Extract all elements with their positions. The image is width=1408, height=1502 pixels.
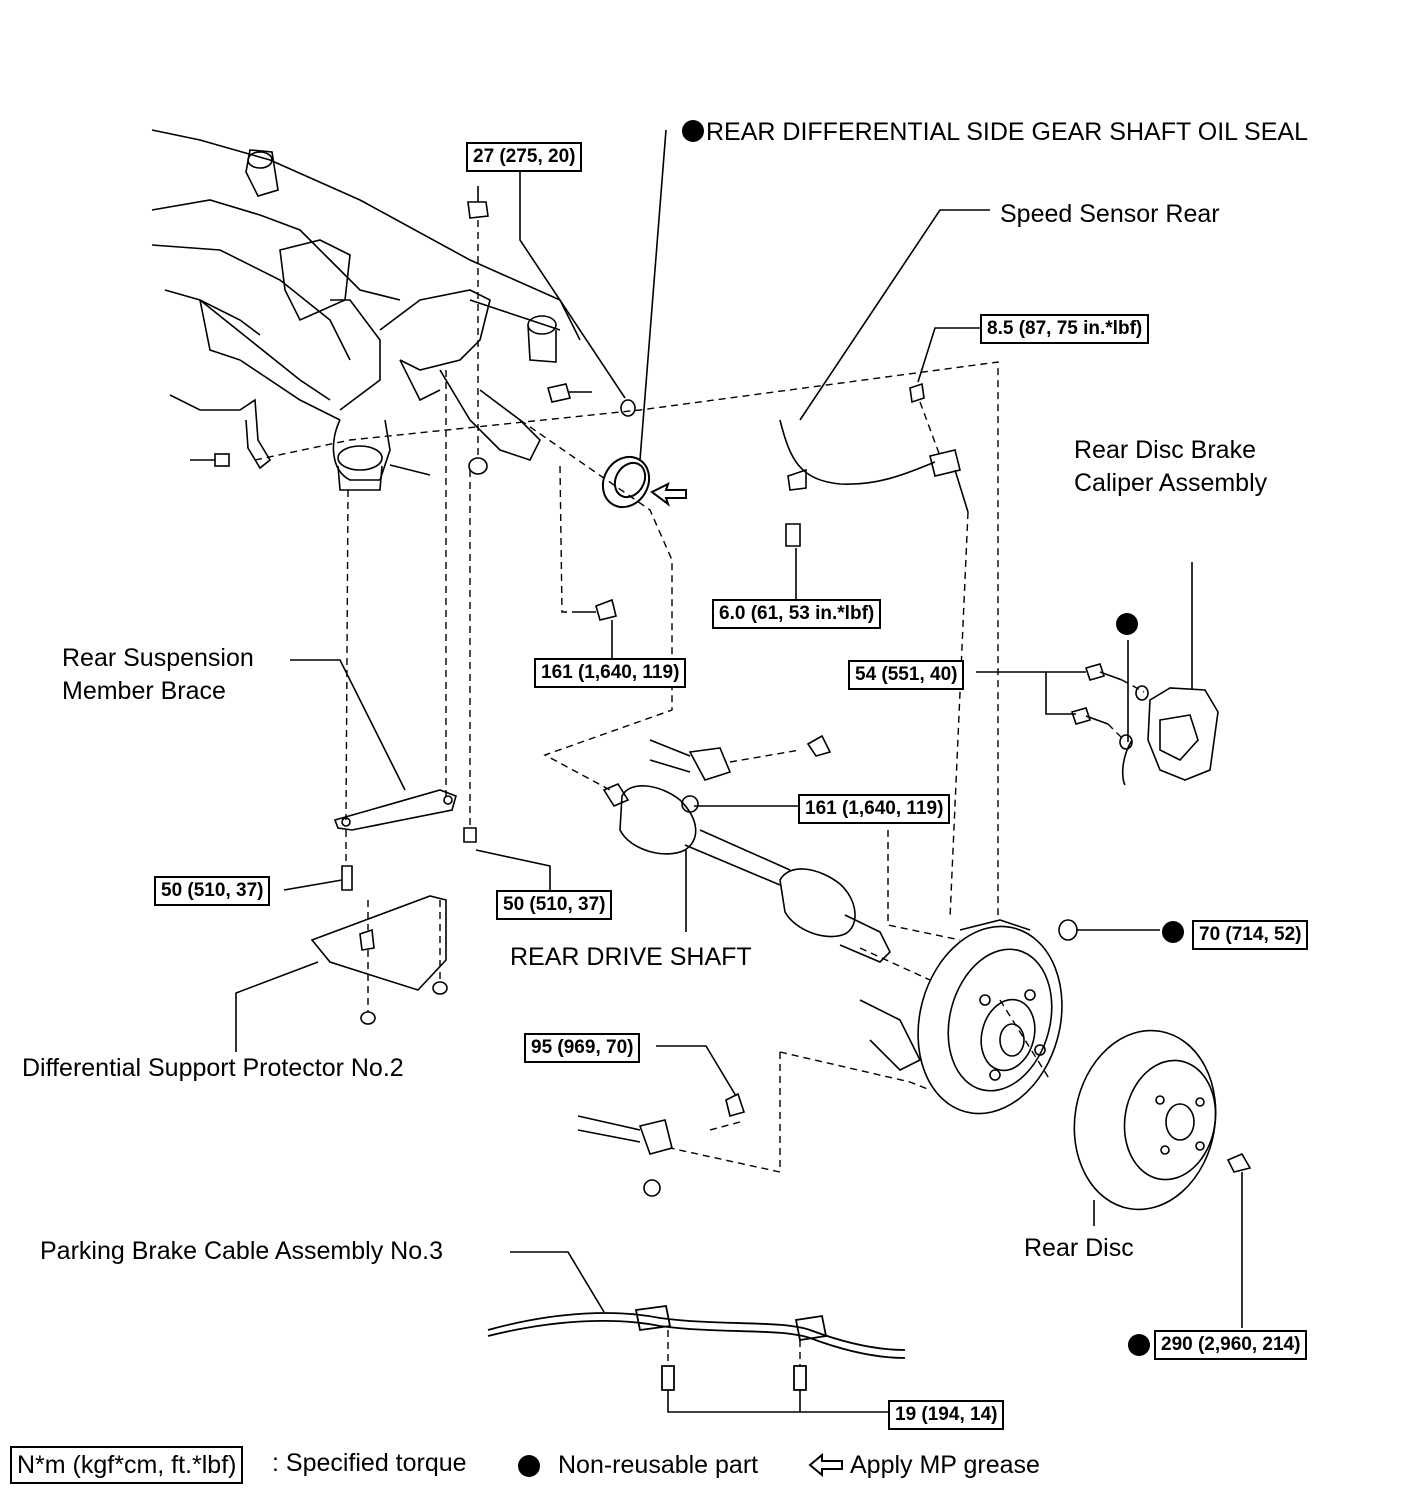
rear-disc-label: Rear Disc [1024, 1234, 1134, 1262]
caliper-label-line2: Caliper Assembly [1074, 469, 1268, 497]
torque-50-right: 50 (510, 37) [496, 890, 613, 920]
frame-fasteners [190, 186, 636, 475]
assembly-dashes [254, 220, 1145, 1366]
suspension-member-drawing [151, 129, 581, 491]
legend-unit-box: N*m (kgf*cm, ft.*lbf) [10, 1446, 244, 1484]
torque-290: 290 (2,960, 214) [1154, 1330, 1308, 1360]
legend-nonreusable-text: Non-reusable part [558, 1451, 759, 1479]
brace-drawing [333, 789, 477, 891]
legend-nonreusable-dot-icon [518, 1455, 540, 1477]
protector-label: Differential Support Protector No.2 [22, 1054, 404, 1082]
caliper-label-line1: Rear Disc Brake [1074, 436, 1256, 464]
oil-seal-drawing [601, 455, 687, 509]
drive-shaft-drawing [602, 734, 891, 963]
torque-54: 54 (551, 40) [848, 660, 965, 690]
oil-seal-nonreusable-dot [682, 120, 704, 142]
torque-161-upper: 161 (1,640, 119) [534, 658, 687, 688]
legend-specified-torque: : Specified torque [272, 1449, 467, 1477]
protector-drawing [310, 895, 448, 1025]
torque-95: 95 (969, 70) [524, 1033, 641, 1063]
speed-sensor-label: Speed Sensor Rear [1000, 200, 1220, 228]
torque-8-5: 8.5 (87, 75 in.*lbf) [980, 314, 1150, 344]
rear-disc-drawing [1073, 1029, 1252, 1211]
torque-6-0: 6.0 (61, 53 in.*lbf) [712, 599, 882, 629]
torque-19: 19 (194, 14) [888, 1400, 1005, 1430]
axle-nut-nonreusable-dot [1128, 1334, 1150, 1356]
speed-sensor-drawing [574, 382, 969, 621]
legend-grease-arrow-icon [808, 1453, 843, 1477]
parking-cable-label: Parking Brake Cable Assembly No.3 [40, 1237, 443, 1265]
caliper-drawing [1070, 663, 1219, 786]
caliper-bolt-nonreusable-dot [1116, 613, 1138, 635]
leader-lines [235, 129, 1243, 1413]
drive-shaft-label: REAR DRIVE SHAFT [510, 943, 752, 971]
torque-50-left: 50 (510, 37) [154, 876, 271, 906]
hub-nut-nonreusable-dot [1162, 921, 1184, 943]
brace-label-line1: Rear Suspension [62, 644, 254, 672]
parking-cable-drawing [487, 1304, 906, 1391]
oil-seal-label: REAR DIFFERENTIAL SIDE GEAR SHAFT OIL SE… [706, 118, 1308, 146]
brace-label-line2: Member Brace [62, 677, 226, 705]
torque-161-lower: 161 (1,640, 119) [798, 794, 951, 824]
axle-hub-drawing [859, 919, 1078, 1115]
legend-grease-text: Apply MP grease [850, 1451, 1040, 1479]
lower-arm-drawing [577, 1092, 746, 1197]
torque-27: 27 (275, 20) [466, 142, 583, 172]
torque-70: 70 (714, 52) [1192, 920, 1309, 950]
